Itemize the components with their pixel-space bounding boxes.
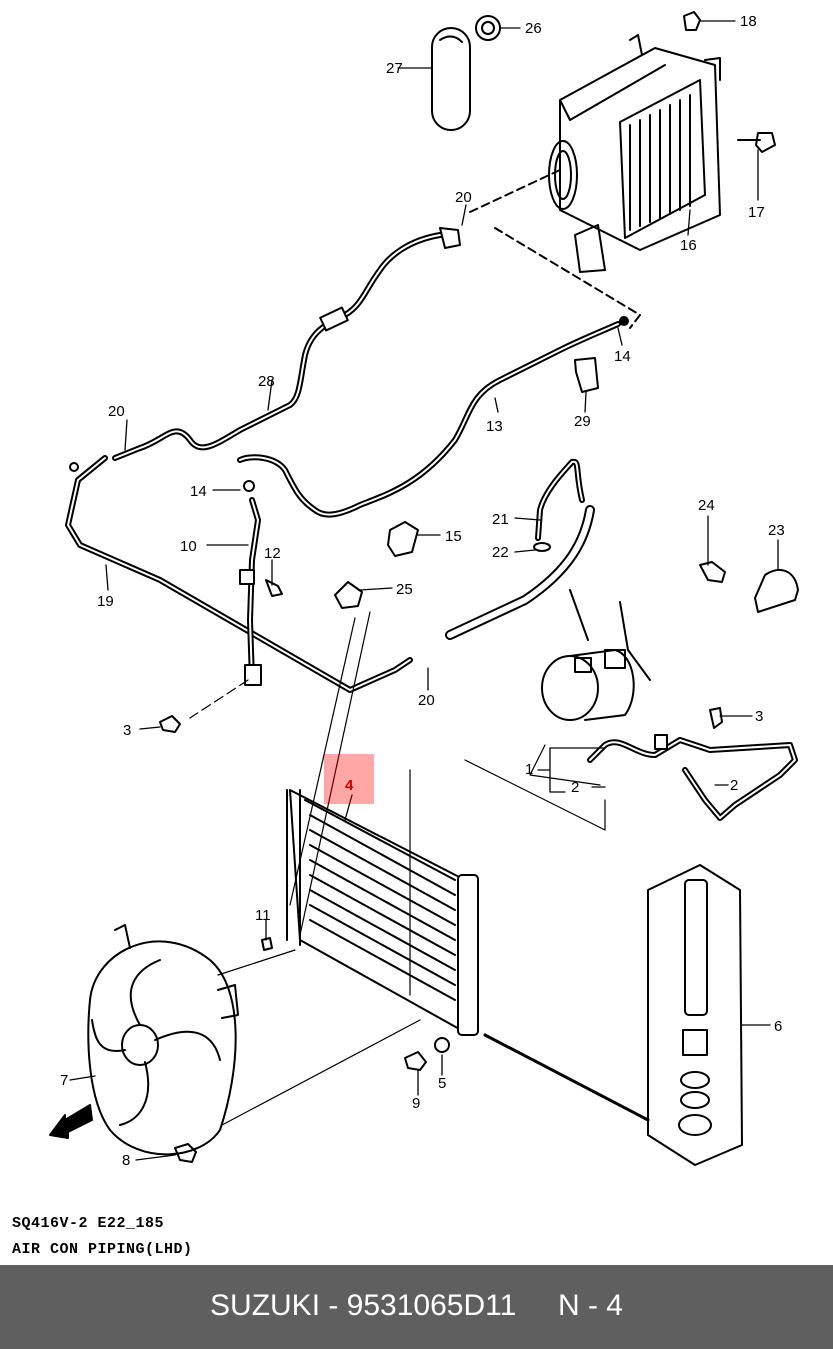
callout-23: 23 <box>768 522 785 539</box>
callout-12: 12 <box>264 545 281 562</box>
part-number-label: SUZUKI - 9531065D11 N - 4 <box>210 1289 623 1322</box>
part-6-receiver <box>647 864 743 1166</box>
part-4-condenser <box>286 789 479 1036</box>
callout-27: 27 <box>386 60 403 77</box>
part-16-evaporator <box>548 34 721 273</box>
callout-21: 21 <box>492 511 509 528</box>
callout-18: 18 <box>740 13 757 30</box>
callout-28: 28 <box>258 373 275 390</box>
part-15-clamp <box>387 521 419 557</box>
callout-4: 4 <box>345 777 354 794</box>
callout-1: 1 <box>525 761 533 778</box>
callout-25: 25 <box>396 581 413 598</box>
callout-22: 22 <box>492 544 509 561</box>
callout-13: 13 <box>486 418 503 435</box>
part-26-ring <box>475 15 501 41</box>
part-11-clip <box>261 937 273 951</box>
callout-15: 15 <box>445 528 462 545</box>
callout-7: 7 <box>60 1072 68 1089</box>
callout-29: 29 <box>574 413 591 430</box>
callout-5: 5 <box>438 1075 446 1092</box>
part-7-fan <box>87 924 239 1156</box>
callout-10: 10 <box>180 538 197 555</box>
callout-26: 26 <box>525 20 542 37</box>
lead-line-evap <box>494 227 641 329</box>
part-8-nut <box>174 1143 197 1163</box>
footer-bar: SUZUKI - 9531065D11 N - 4 <box>0 1265 833 1349</box>
part-13-pipe <box>237 321 621 518</box>
part-27-cover <box>431 27 471 131</box>
part-23-clamp <box>754 569 799 613</box>
callout-20: 20 <box>418 692 435 709</box>
callout-9: 9 <box>412 1095 420 1112</box>
callout-8: 8 <box>122 1152 130 1169</box>
callout-11: 11 <box>255 907 271 924</box>
callout-6: 6 <box>774 1018 782 1035</box>
callout-2: 2 <box>571 779 579 796</box>
part-24-bolt <box>699 561 726 583</box>
part-17-bolt <box>737 132 776 153</box>
callout-20: 20 <box>455 189 472 206</box>
part-18-nut <box>683 11 701 31</box>
callout-labels: 27 26 18 17 16 20 14 20 14 10 12 28 13 2… <box>60 13 785 1169</box>
compressor <box>541 649 635 721</box>
parts-diagram: 27 26 18 17 16 20 14 20 14 10 12 28 13 2… <box>49 11 799 1169</box>
part-29-clamp <box>574 357 599 393</box>
callout-20: 20 <box>108 403 125 420</box>
callout-3: 3 <box>123 722 131 739</box>
callout-3: 3 <box>755 708 763 725</box>
fwd-arrow-icon <box>49 1104 93 1139</box>
diagram-title: AIR CON PIPING(LHD) <box>12 1241 193 1258</box>
callout-14: 14 <box>614 348 631 365</box>
callout-16: 16 <box>680 237 697 254</box>
part-28-pipe <box>112 229 458 461</box>
callout-2: 2 <box>730 777 738 794</box>
part-1-pipe <box>587 737 798 821</box>
callout-24: 24 <box>698 497 715 514</box>
callout-17: 17 <box>748 204 765 221</box>
part-3-bolt <box>159 715 181 733</box>
callout-19: 19 <box>97 593 114 610</box>
part-9-bolt <box>404 1051 427 1071</box>
highlight-part-4 <box>324 754 374 804</box>
part-5-grommet <box>434 1037 450 1053</box>
callout-14: 14 <box>190 483 207 500</box>
diagram-code: SQ416V-2 E22_185 <box>12 1215 165 1232</box>
part-25-clamp <box>334 581 363 609</box>
